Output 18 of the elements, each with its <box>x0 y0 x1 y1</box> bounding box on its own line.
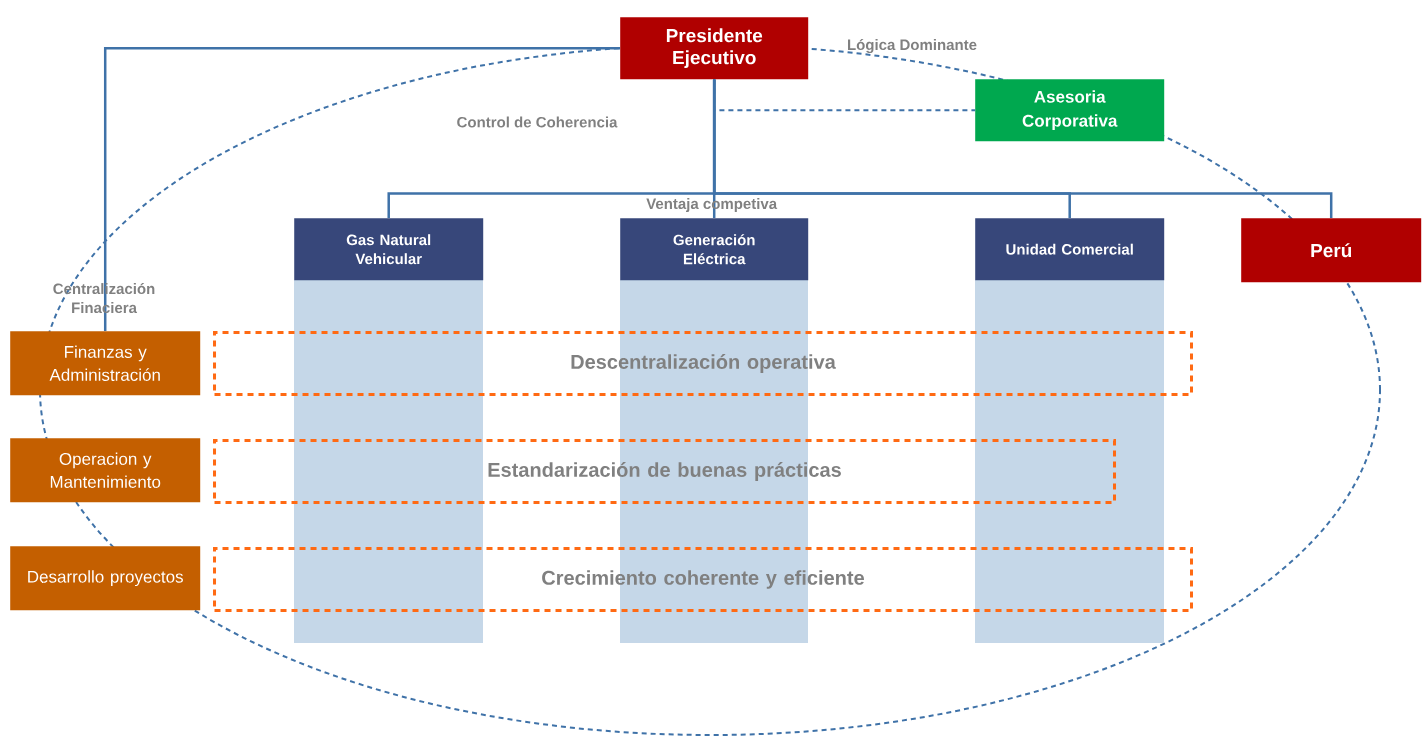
unit-column: Gas Natural Vehicular <box>294 218 484 643</box>
annotation-text: Lógica Dominante <box>848 38 977 54</box>
node-label: Generación Eléctrica <box>673 234 755 265</box>
dashed-band: Descentralización operativa <box>213 331 1193 396</box>
dashed-band: Crecimiento coherente y eficiente <box>213 547 1193 612</box>
connector-line <box>713 78 976 112</box>
department-box: Finanzas y Administración <box>10 331 201 396</box>
node-label: Unidad Comercial <box>1006 243 1133 255</box>
department-box: Desarrollo proyectos <box>10 546 201 611</box>
executive-box: Perú <box>1241 218 1422 283</box>
executive-box: Presidente Ejecutivo <box>620 17 809 80</box>
node-label: Gas Natural Vehicular <box>346 234 431 265</box>
annotation-text: Control de Coherencia <box>457 116 618 128</box>
connector-line <box>103 46 620 331</box>
unit-column: Unidad Comercial <box>975 218 1165 643</box>
dashed-band: Estandarización de buenas prácticas <box>213 439 1116 504</box>
advisory-box: Asesoria Corporativa <box>975 79 1165 142</box>
department-box: Operacion y Mantenimiento <box>10 438 201 503</box>
